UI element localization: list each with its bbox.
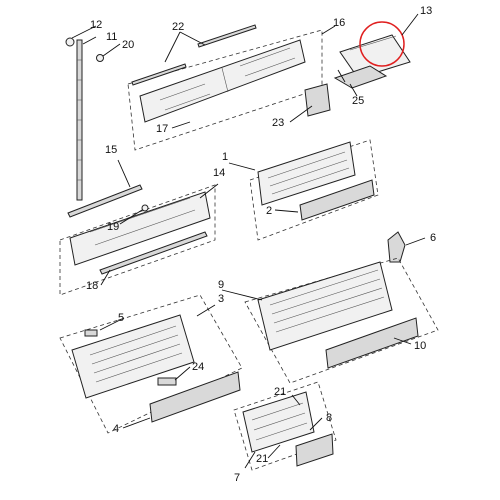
callout-15: 15 — [105, 144, 117, 156]
shelf-part-14 — [69, 191, 211, 266]
part-19 — [141, 204, 149, 212]
callout-21-bottom: 21 — [256, 453, 268, 465]
callout-4: 4 — [113, 423, 119, 435]
bin-group-7 — [233, 381, 337, 471]
callout-13: 13 — [420, 5, 432, 17]
callout-8: 8 — [326, 412, 332, 424]
callout-17: 17 — [156, 123, 168, 135]
part-24 — [157, 377, 177, 386]
drawer-front-part-2 — [299, 179, 375, 221]
callout-23: 23 — [272, 117, 284, 129]
trim-part-15 — [67, 184, 143, 218]
callout-24: 24 — [192, 361, 204, 373]
drawer-group-9 — [244, 257, 439, 384]
callout-2: 2 — [266, 205, 272, 217]
callout-18: 18 — [86, 280, 98, 292]
drawer-group-3 — [59, 294, 243, 434]
callout-6: 6 — [430, 232, 436, 244]
callout-5: 5 — [118, 312, 124, 324]
trim-strip-left — [131, 63, 187, 86]
glass-part-13 — [339, 34, 411, 79]
callout-21-top: 21 — [274, 386, 286, 398]
callout-9: 9 — [218, 279, 224, 291]
leader-lines — [71, 13, 426, 469]
callout-20: 20 — [122, 39, 134, 51]
shelf-group-14 — [59, 184, 216, 296]
trim-strip-right — [197, 24, 257, 48]
drawer-part-9 — [257, 261, 393, 351]
part-5 — [84, 329, 98, 337]
callout-19: 19 — [107, 221, 119, 233]
rail-part-11 — [76, 39, 83, 201]
callout-labels: 12 11 20 22 16 13 25 23 17 15 14 19 18 1… — [86, 5, 436, 484]
bracket-part-25 — [333, 65, 388, 89]
callout-1: 1 — [222, 151, 228, 163]
cover-part-23 — [304, 83, 331, 117]
screw-part-20 — [96, 54, 104, 62]
highlight-circle — [359, 21, 405, 67]
callout-22: 22 — [172, 21, 184, 33]
callout-3: 3 — [218, 293, 224, 305]
trim-part-18 — [99, 231, 208, 275]
callout-14: 14 — [213, 167, 225, 179]
bin-front-part-8 — [295, 433, 334, 467]
drawer-group-1 — [249, 139, 379, 241]
callout-11: 11 — [106, 31, 117, 43]
callout-10: 10 — [414, 340, 426, 352]
callout-16: 16 — [333, 17, 345, 29]
drawer-front-part-4 — [149, 371, 241, 423]
drawer-part-3 — [71, 314, 195, 399]
glass-shelf-group — [127, 24, 323, 151]
screw-part-12 — [65, 37, 75, 47]
callout-25: 25 — [352, 95, 364, 107]
shelf-frame-part-17 — [139, 39, 306, 123]
callout-12: 12 — [90, 19, 102, 31]
callout-7: 7 — [234, 472, 240, 484]
drawer-front-part-10 — [325, 317, 419, 369]
bracket-part-6 — [387, 231, 406, 263]
